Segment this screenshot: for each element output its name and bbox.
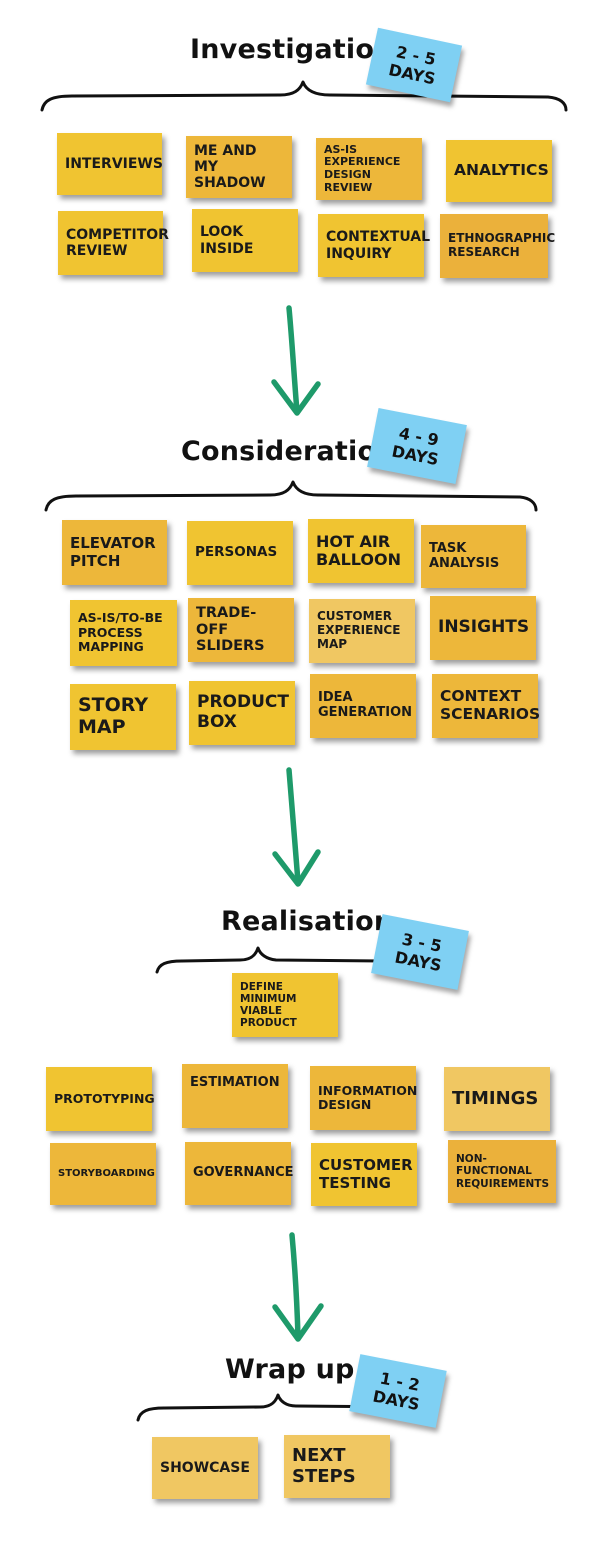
sticky-note: INSIGHTS [430,596,536,660]
sticky-note: AS-IS/TO-BE PROCESS MAPPING [70,600,177,666]
sticky-note: TIMINGS [444,1067,550,1131]
sticky-note: NON-FUNCTIONAL REQUIREMENTS [448,1140,556,1203]
sticky-note: GOVERNANCE [185,1142,294,1205]
arrow-1-head [271,379,321,416]
sticky-note: NEXT STEPS [284,1435,390,1498]
duration-badge-investigation: 2 - 5 DAYS [365,27,463,103]
sticky-note: IDEA GENERATION [310,674,416,738]
sticky-note: ELEVATOR PITCH [62,520,167,585]
duration-badge-wrapup: 1 - 2 DAYS [349,1354,447,1428]
phase-title-consideration: Consideration [181,436,396,467]
sticky-note: SHOWCASE [152,1437,258,1499]
sticky-note: CONTEXT SCENARIOS [432,674,540,738]
sticky-note: CUSTOMER TESTING [311,1143,417,1206]
sticky-note: CUSTOMER EXPERIENCE MAP [309,599,415,663]
sticky-note: LOOK INSIDE [192,209,298,272]
sticky-note: TRADE-OFF SLIDERS [188,598,294,662]
phase-title-realisation: Realisation [221,906,394,937]
sticky-note: HOT AIR BALLOON [308,519,414,583]
sticky-note: ME AND MY SHADOW [186,136,292,198]
phase-title-investigation: Investigation [190,34,394,65]
phase-title-wrapup: Wrap up [225,1354,355,1385]
sticky-note: STORY MAP [70,684,176,750]
sticky-note: ESTIMATION [182,1064,288,1128]
sticky-note: DEFINE MINIMUM VIABLE PRODUCT [232,973,338,1037]
sticky-note: INTERVIEWS [57,133,163,195]
investigation-brace [40,80,568,112]
sticky-note: ANALYTICS [446,140,552,202]
sticky-note: ETHNOGRAPHIC RESEARCH [440,214,555,278]
arrow-2-head [272,849,321,887]
sticky-note: INFORMATION DESIGN [310,1066,417,1130]
duration-badge-realisation: 3 - 5 DAYS [371,914,469,990]
realisation-brace [155,946,390,974]
sticky-note: PRODUCT BOX [189,681,295,745]
duration-badge-consideration: 4 - 9 DAYS [367,407,467,485]
arrow-2 [286,767,301,885]
sticky-note: STORYBOARDING [50,1143,156,1205]
sticky-note: PERSONAS [187,521,293,585]
sticky-note: CONTEXTUAL INQUIRY [318,214,430,277]
arrow-1 [286,305,300,415]
sticky-note: PROTOTYPING [46,1067,155,1131]
sticky-note: AS-IS EXPERIENCE DESIGN REVIEW [316,138,422,200]
consideration-brace [44,480,538,512]
arrow-3 [289,1232,301,1340]
sticky-note: COMPETITOR REVIEW [58,211,169,275]
sticky-note: TASK ANALYSIS [421,525,526,588]
